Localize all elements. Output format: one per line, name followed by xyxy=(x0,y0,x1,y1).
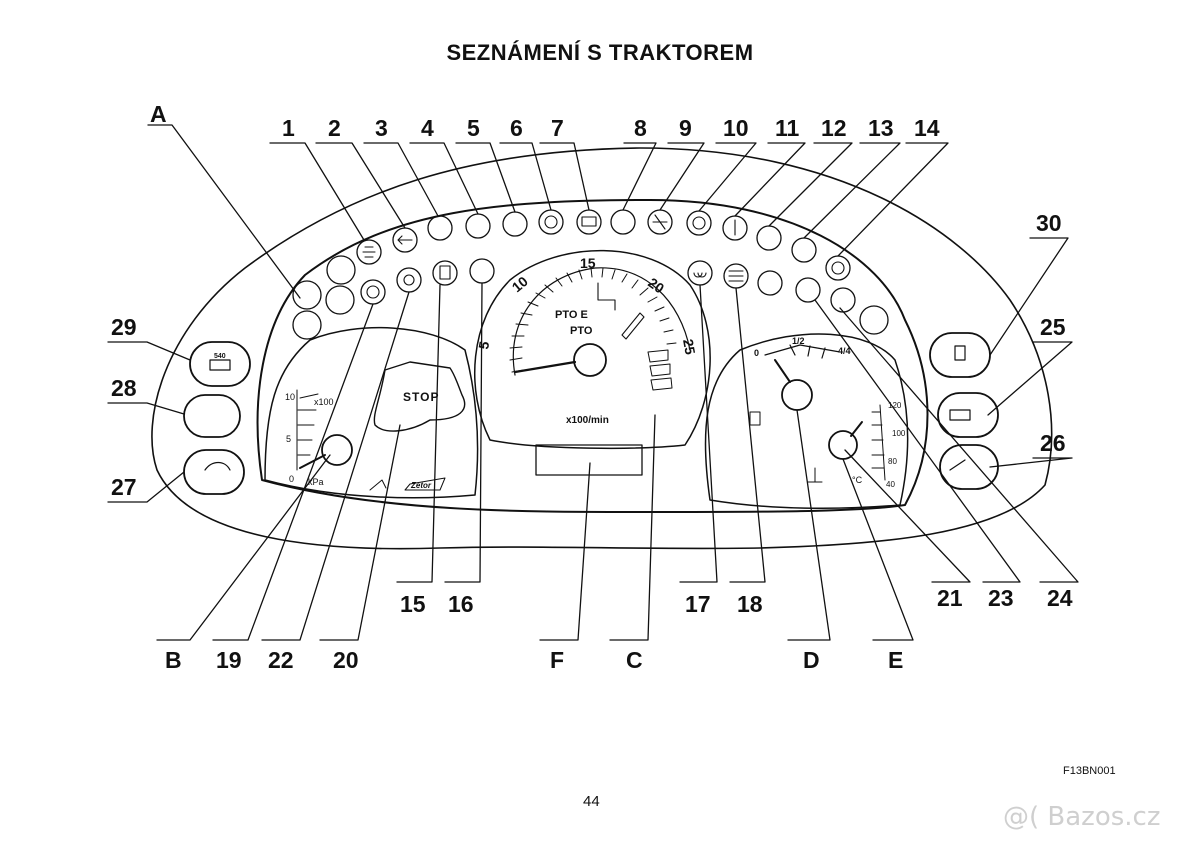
callout-19: 19 xyxy=(216,647,242,673)
callout-13: 13 xyxy=(868,115,894,141)
air-scale-10: 10 xyxy=(285,392,295,402)
tacho-housing xyxy=(474,249,711,450)
callout-30: 30 xyxy=(1036,210,1062,236)
fuel-scale-0: 0 xyxy=(754,348,759,358)
air-gauge-needle xyxy=(299,454,326,469)
tacho-scale-arc xyxy=(512,267,691,376)
callout-6: 6 xyxy=(510,115,523,141)
pto-e-label: PTO E xyxy=(555,309,588,321)
temp-unit: °C xyxy=(852,475,863,485)
lamp-glyphs xyxy=(362,214,845,299)
callout-27: 27 xyxy=(111,474,137,500)
callout-7: 7 xyxy=(551,115,564,141)
callout-8: 8 xyxy=(634,115,647,141)
page-title: SEZNÁMENÍ S TRAKTOREM xyxy=(446,40,754,65)
callout-d: D xyxy=(803,647,820,673)
callout-a: A xyxy=(150,101,167,127)
side-buttons xyxy=(183,332,999,495)
tacho-scale-10: 10 xyxy=(509,273,531,295)
air-gauge-hub xyxy=(321,434,353,466)
callout-23: 23 xyxy=(988,585,1014,611)
temp-scale-40: 40 xyxy=(886,480,895,489)
callout-1: 1 xyxy=(282,115,295,141)
callout-18: 18 xyxy=(737,591,763,617)
button-29-label: 540 xyxy=(214,353,226,360)
callout-f: F xyxy=(550,647,564,673)
callout-24: 24 xyxy=(1047,585,1073,611)
callout-25: 25 xyxy=(1040,314,1066,340)
zetor-logo: Zetor xyxy=(410,481,432,490)
pto-label: PTO xyxy=(570,325,593,337)
stop-tractor-outline xyxy=(373,361,466,432)
temp-scale-80: 80 xyxy=(888,457,897,466)
tacho-needle xyxy=(513,360,577,374)
tacho-scale-20: 20 xyxy=(645,274,667,296)
fuel-gauge-scale xyxy=(764,344,841,359)
fuel-scale-half: 1/2 xyxy=(792,336,805,346)
inner-bezel xyxy=(256,199,929,513)
temp-scale-100: 100 xyxy=(892,429,906,438)
callout-2: 2 xyxy=(328,115,341,141)
watermark: @( Bazos.cz xyxy=(1003,802,1161,832)
callout-b: B xyxy=(165,647,182,673)
callout-21: 21 xyxy=(937,585,963,611)
callout-3: 3 xyxy=(375,115,388,141)
callout-22: 22 xyxy=(268,647,294,673)
callout-e: E xyxy=(888,647,903,673)
tacho-unit: x100/min xyxy=(566,415,609,426)
pto-marker xyxy=(621,312,645,340)
warning-lamp-row-top xyxy=(356,209,851,281)
callout-15: 15 xyxy=(400,591,426,617)
temp-gauge-needle xyxy=(850,421,863,437)
fuel-gauge-needle xyxy=(774,359,791,383)
right-gauge-housing xyxy=(704,333,909,510)
air-scale-0: 0 xyxy=(289,474,294,484)
callout-c: C xyxy=(626,647,643,673)
callout-11: 11 xyxy=(775,115,800,141)
callout-29: 29 xyxy=(111,314,137,340)
callout-9: 9 xyxy=(679,115,692,141)
air-unit: kPa xyxy=(308,477,324,487)
callout-28: 28 xyxy=(111,375,137,401)
leader-lines xyxy=(107,124,1079,641)
stop-label: STOP xyxy=(403,390,439,404)
callout-20: 20 xyxy=(333,647,359,673)
tacho-needle-hub xyxy=(573,343,607,377)
callout-16: 16 xyxy=(448,591,474,617)
air-scale-5: 5 xyxy=(286,434,291,444)
left-gauge-housing xyxy=(264,326,479,499)
figure-code: F13BN001 xyxy=(1063,765,1116,777)
temp-scale-120: 120 xyxy=(888,401,902,410)
air-multiplier: x100 xyxy=(314,397,334,407)
callout-26: 26 xyxy=(1040,430,1066,456)
fuel-gauge-hub xyxy=(781,379,813,411)
tacho-scale-5: 5 xyxy=(475,340,492,351)
pto-e-marker xyxy=(597,282,616,311)
callout-17: 17 xyxy=(685,591,711,617)
callout-12: 12 xyxy=(821,115,847,141)
air-gauge-scale xyxy=(296,389,319,471)
tacho-scale-25: 25 xyxy=(680,338,698,356)
callout-4: 4 xyxy=(421,115,434,141)
tacho-scale-15: 15 xyxy=(580,255,596,271)
page-number: 44 xyxy=(583,793,600,810)
temp-gauge-scale xyxy=(871,404,886,481)
callout-5: 5 xyxy=(467,115,480,141)
callout-10: 10 xyxy=(723,115,749,141)
fuel-scale-full: 4/4 xyxy=(838,346,851,356)
callout-14: 14 xyxy=(914,115,940,141)
panel-outline xyxy=(151,147,1053,550)
